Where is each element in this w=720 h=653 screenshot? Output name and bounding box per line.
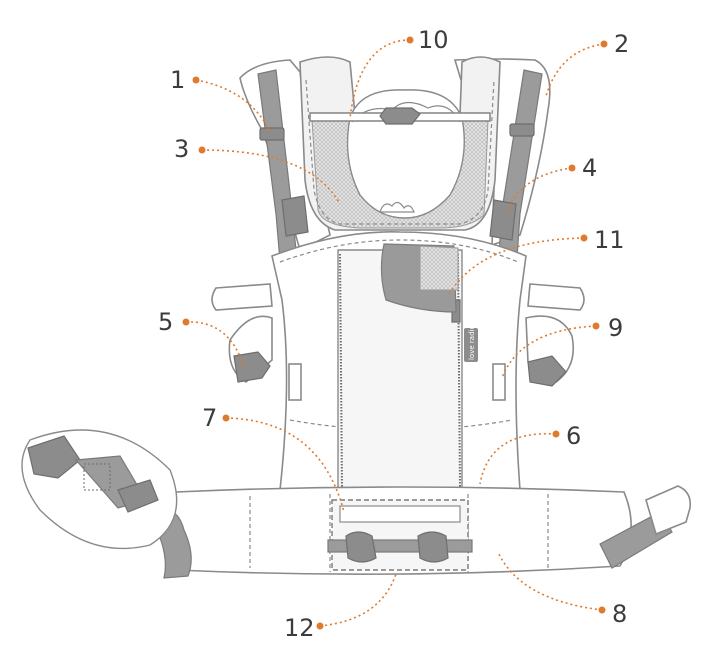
carrier-illustration: love radius <box>21 56 692 579</box>
leader-2-end <box>600 40 608 48</box>
callout-4: 4 <box>582 154 597 182</box>
leader-10 <box>349 39 411 119</box>
callout-5: 5 <box>158 308 173 336</box>
right-belt-buckle <box>645 485 692 536</box>
leader-1-end <box>192 76 200 84</box>
callout-2: 2 <box>614 30 629 58</box>
headrest-buckle <box>379 107 421 125</box>
right-side-loop <box>492 363 506 401</box>
callout-9: 9 <box>608 314 623 342</box>
callout-1: 1 <box>170 66 185 94</box>
leader-12 <box>319 573 397 627</box>
leader-11-end <box>580 234 588 242</box>
belt-adjuster-right <box>417 531 449 563</box>
leader-5 <box>185 321 245 369</box>
right-strap-adjuster-upper <box>509 123 535 137</box>
belt-adjuster-left <box>345 531 377 563</box>
left-strap-adjuster-upper <box>259 127 285 141</box>
callout-8: 8 <box>612 600 627 628</box>
leader-6 <box>479 432 557 485</box>
right-strap-buckle <box>489 199 517 241</box>
right-side-tab <box>527 283 585 311</box>
callout-10: 10 <box>418 26 449 54</box>
leader-4 <box>505 167 573 215</box>
leader-12-end <box>316 622 324 630</box>
left-strap-buckle <box>281 195 309 237</box>
brand-tag <box>464 328 478 362</box>
left-side-loop <box>288 363 302 401</box>
inset-stitch-box <box>83 463 111 491</box>
leader-6-end <box>552 430 560 438</box>
right-side-buckle <box>527 355 567 387</box>
left-side-buckle <box>233 351 271 383</box>
leader-5-end <box>182 318 190 326</box>
leader-8 <box>497 551 603 611</box>
leader-2 <box>545 43 605 97</box>
leader-3-end <box>198 146 206 154</box>
inset-buckle <box>27 435 81 479</box>
leader-10-end <box>406 36 414 44</box>
left-side-tab <box>211 283 273 311</box>
brand-label: love radius <box>468 321 476 360</box>
callout-7: 7 <box>202 404 217 432</box>
leader-8-end <box>598 606 606 614</box>
callout-3: 3 <box>174 135 189 163</box>
headrest-stitch <box>305 79 495 225</box>
leader-7 <box>225 417 345 513</box>
callout-6: 6 <box>566 422 581 450</box>
leader-4-end <box>568 164 576 172</box>
leader-9 <box>501 325 597 379</box>
callout-11: 11 <box>594 226 625 254</box>
leader-3 <box>201 149 341 205</box>
belt-pocket-flap <box>339 505 461 523</box>
pocket-zipper-right <box>457 253 461 489</box>
body-stitch <box>279 239 519 263</box>
callout-numbers: 1 2 3 4 5 6 7 8 9 10 11 12 <box>158 26 629 642</box>
callout-leaders <box>182 36 608 630</box>
callout-12: 12 <box>284 614 315 642</box>
leader-1 <box>195 79 271 133</box>
leader-7-end <box>222 414 230 422</box>
baby-hair <box>351 101 461 123</box>
baby-head <box>346 89 465 219</box>
pocket-zipper-left <box>339 253 343 489</box>
hood-mesh <box>419 245 459 291</box>
baby-hand <box>379 201 415 213</box>
inset-slider <box>117 479 159 513</box>
leader-9-end <box>592 322 600 330</box>
